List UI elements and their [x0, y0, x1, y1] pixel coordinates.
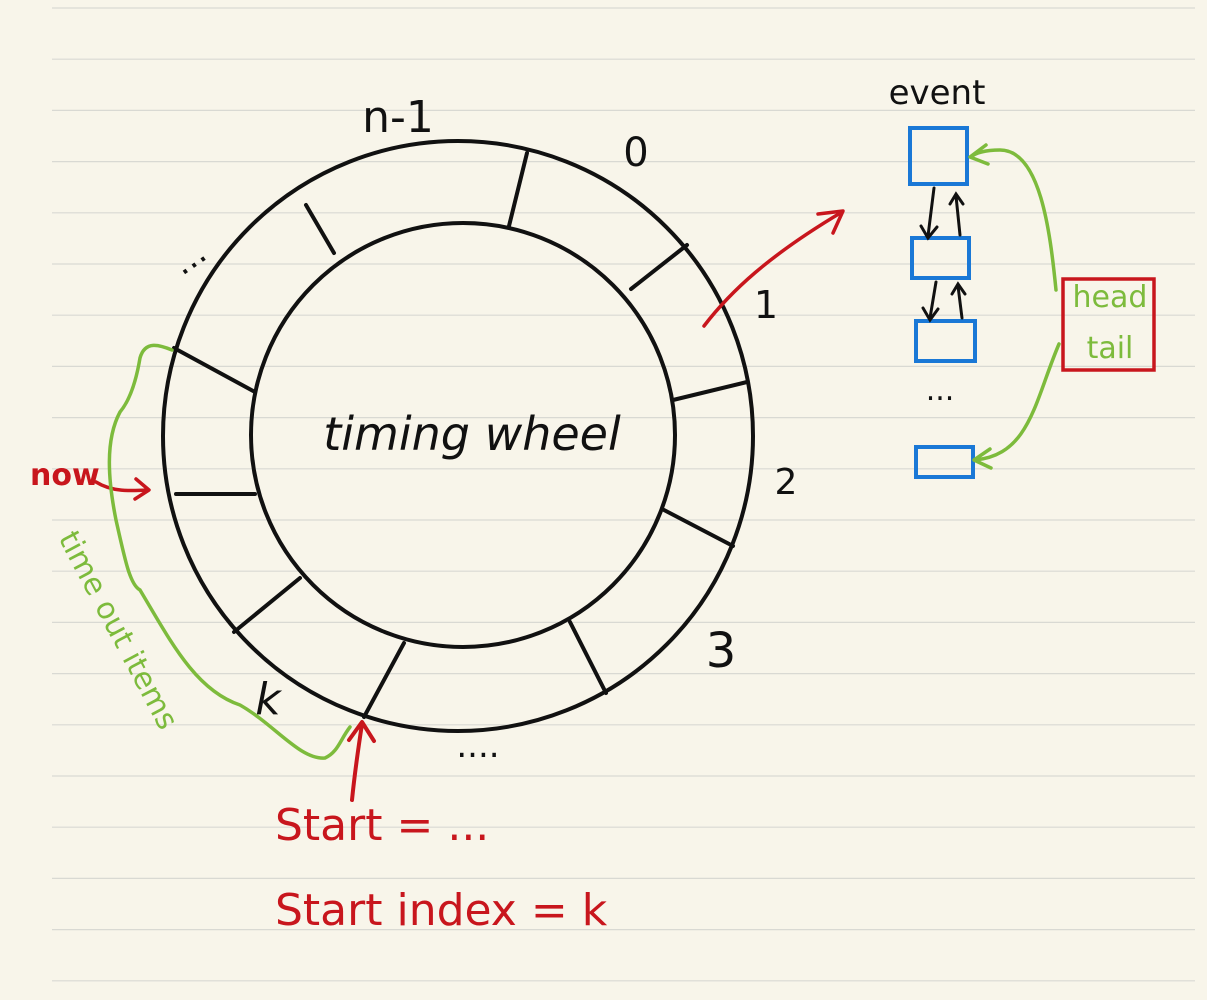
- slot-divider: [629, 243, 689, 291]
- slot-label-n-minus-1: n-1: [362, 92, 434, 143]
- ruled-lines: [52, 7, 1195, 982]
- event-list: [908, 126, 977, 479]
- slot-divider: [304, 203, 336, 255]
- slot-label-0: 0: [623, 130, 648, 176]
- slot-divider: [362, 641, 406, 719]
- ellipsis-bottom: ....: [456, 726, 499, 766]
- now-label: now: [30, 458, 100, 493]
- wheel-inner-ring: [249, 221, 677, 649]
- slot-divider: [568, 620, 608, 695]
- slot-label-2: 2: [775, 462, 798, 503]
- event-node: [914, 445, 975, 479]
- wheel-center-label: timing wheel: [323, 407, 621, 461]
- slot-divider: [232, 576, 302, 634]
- event-node: [908, 126, 969, 186]
- now-arrow: [94, 477, 151, 501]
- head-tail-box: [1061, 277, 1156, 372]
- head-tail-pointers: [968, 143, 1061, 470]
- start-index-label: Start index = k: [275, 885, 608, 936]
- head-label: head: [1073, 280, 1148, 315]
- tail-label: tail: [1087, 331, 1134, 366]
- wheel-outer-ring: [161, 139, 755, 733]
- slot-divider: [662, 508, 735, 548]
- slot-divider: [671, 380, 749, 402]
- event-list-ellipsis: ...: [926, 373, 955, 408]
- slot-label-3: 3: [706, 623, 737, 679]
- start-label: Start = ...: [275, 800, 489, 851]
- slot-label-1: 1: [754, 283, 778, 327]
- slot-divider: [172, 346, 257, 394]
- timeout-items-bracket: [107, 343, 352, 760]
- wheel-slot-dividers: [172, 151, 749, 719]
- event-node: [914, 319, 977, 363]
- event-node: [910, 236, 971, 280]
- ellipsis-upper-left: ...: [164, 232, 214, 283]
- slot-to-event-arrow: [702, 209, 845, 328]
- event-node-links: [919, 186, 967, 323]
- timing-wheel: [161, 139, 755, 733]
- slot-divider: [507, 151, 529, 228]
- start-arrow: [347, 720, 376, 802]
- event-list-title: event: [889, 73, 986, 113]
